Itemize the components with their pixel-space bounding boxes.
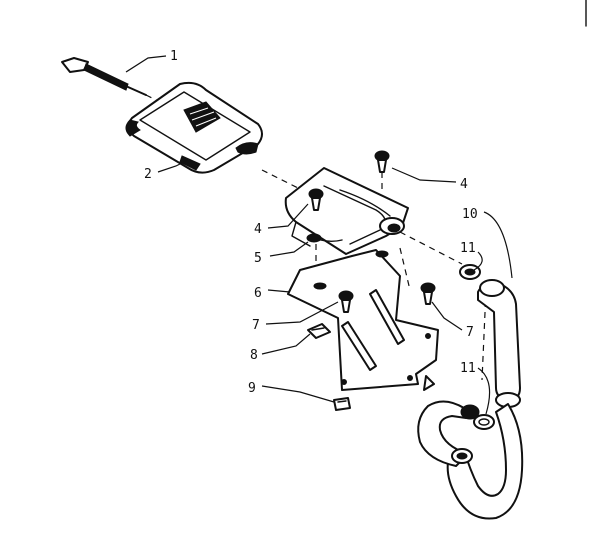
- part-11-clamp-top: [459, 264, 481, 280]
- callout-9: 9: [248, 381, 256, 396]
- callout-8: 8: [250, 348, 258, 363]
- part-8-nut: [307, 323, 331, 339]
- hose-lower-assembly: [417, 400, 524, 520]
- callout-1: 1: [170, 49, 178, 64]
- part-7-screw-right: [420, 282, 436, 305]
- assembly-line: [399, 247, 411, 291]
- assembly-line: [399, 231, 463, 265]
- callout-7-left: 7: [252, 318, 260, 333]
- assembly-line: [261, 169, 299, 189]
- leader-lines: [125, 55, 513, 415]
- callout-4-top: 4: [460, 177, 468, 192]
- part-7-screw-left: [338, 290, 354, 313]
- callout-11-bottom: 11: [460, 361, 476, 376]
- part-11-clamp-bottom: [473, 414, 495, 430]
- callout-11-top: 11: [460, 241, 476, 256]
- part-3-housing: [284, 167, 409, 255]
- part-2-filter-cartridge: [125, 81, 263, 174]
- part-5-grommet: [306, 233, 322, 262]
- part-6-bracket: [287, 249, 439, 391]
- part-4-screw-top: [374, 150, 390, 190]
- callout-6: 6: [254, 286, 262, 301]
- callout-4-left: 4: [254, 222, 262, 237]
- callout-2: 2: [144, 167, 152, 182]
- part-4-screw-left: [308, 188, 324, 211]
- callout-labels: 1 2 4 4 5 6 7 7 8 9 10 11 11: [144, 49, 478, 396]
- callout-7-right: 7: [466, 325, 474, 340]
- part-1-probe: [61, 57, 173, 109]
- callout-10: 10: [462, 207, 478, 222]
- callout-5: 5: [254, 251, 262, 266]
- part-9-clip: [333, 397, 351, 411]
- part-10-hose-upper: [477, 279, 521, 408]
